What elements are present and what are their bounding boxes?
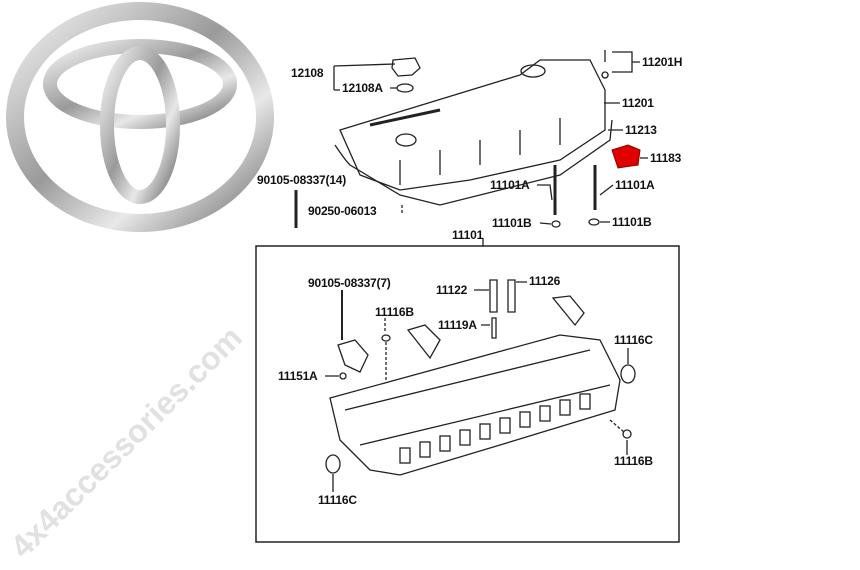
label-11183: 11183 xyxy=(650,151,682,165)
label-11201H: 11201H xyxy=(642,55,683,69)
label-11101A-left: 11101A xyxy=(490,178,530,192)
label-90105-08337-7: 90105-08337(7) xyxy=(308,276,391,290)
label-11116C-right: 11116C xyxy=(614,333,653,347)
oil-cap xyxy=(333,57,421,93)
label-11116B-bottom: 11116B xyxy=(614,454,653,468)
label-90250-06013: 90250-06013 xyxy=(308,204,377,218)
valve-cover xyxy=(334,59,613,215)
label-11151A: 11151A xyxy=(278,369,318,383)
cylinder-head xyxy=(325,279,636,476)
upper-leaders xyxy=(294,50,648,246)
label-11101A-right: 11101A xyxy=(615,178,655,192)
label-11122: 11122 xyxy=(436,283,468,297)
lower-leaders xyxy=(325,281,629,492)
label-90105-08337-14: 90105-08337(14) xyxy=(257,173,347,187)
label-12108A: 12108A xyxy=(342,81,383,95)
label-11101: 11101 xyxy=(452,228,484,242)
label-11213: 11213 xyxy=(625,123,657,137)
label-12108: 12108 xyxy=(291,66,324,80)
label-11101B-right: 11101B xyxy=(612,215,652,229)
label-11101B-left: 11101B xyxy=(492,216,532,230)
label-11119A: 11119A xyxy=(438,318,477,332)
label-11201: 11201 xyxy=(622,96,654,110)
part-11183-highlight xyxy=(611,144,641,169)
toyota-logo xyxy=(6,2,274,232)
label-11116B-top: 11116B xyxy=(375,305,414,319)
cylinder-head-box xyxy=(255,245,680,543)
label-11126: 11126 xyxy=(529,274,561,288)
label-11116C-bottom: 11116C xyxy=(318,493,357,507)
